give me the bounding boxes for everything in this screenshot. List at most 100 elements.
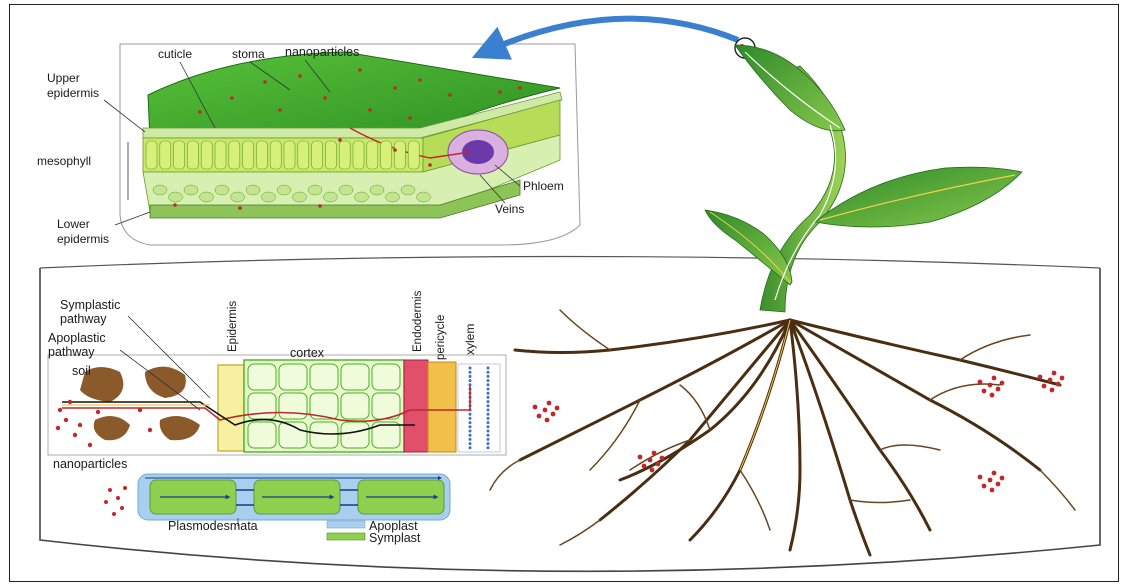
root-branch [790,320,1040,470]
palisade-cell [215,141,226,169]
cortex-cell [248,393,276,419]
nanoparticle-dot [537,414,542,419]
nanoparticle-dot [533,405,538,410]
palisade-cell [174,141,185,169]
root-branch [490,460,520,490]
nanoparticle-dot [498,90,502,94]
cortex-cell [279,364,307,390]
root-epidermis [218,365,244,451]
root-pericycle [428,362,456,452]
nanoparticle-dot [518,86,522,90]
xylem-dot [469,425,472,428]
nanoparticle-dot [73,433,77,437]
spongy-cell [355,192,369,202]
nanoparticle-dot [1038,375,1043,380]
xylem-dot [487,367,490,370]
plant-leaf-left [705,210,792,285]
cortex-cell [279,393,307,419]
spongy-cell [417,192,431,202]
nanoparticle-dot [68,400,72,404]
nanoparticle-dot [978,380,983,385]
nanoparticle-dot [992,471,997,476]
nanoparticle-dot [230,96,234,100]
nanoparticle-dot [990,393,995,398]
palisade-cell [367,141,378,169]
xylem-dot [487,375,490,378]
label-symplastic-1: Symplastic [60,298,120,312]
nanoparticle-dot [393,148,397,152]
nanoparticle-dot [551,412,556,417]
plant-illustration [705,45,1022,312]
spongy-cell [370,185,384,195]
nanoparticle-dot [173,203,177,207]
label-endodermis: Endodermis [412,290,424,352]
label-lower-epidermis-1: Lower [57,217,90,231]
spongy-cell [386,192,400,202]
spongy-cell [308,185,322,195]
nanoparticle-dot [555,406,560,411]
palisade-cell [187,141,198,169]
palisade-cell [201,141,212,169]
cortex-cell [341,422,369,448]
nanoparticle-dot [64,418,68,422]
nanoparticle-dot [642,464,647,469]
nanoparticle-dot [78,423,82,427]
nanoparticle-dot [263,80,267,84]
palisade-cell [243,141,254,169]
xylem-dot [487,425,490,428]
nanoparticle-dot [104,500,108,504]
nanoparticle-dot [982,484,987,489]
label-pericycle: pericycle [435,315,447,360]
palisade-cell [408,141,419,169]
nanoparticle-dot [996,387,1001,392]
nanoparticle-dot [108,488,112,492]
root-branch [880,445,940,450]
root-branch [590,400,640,470]
root-branch [620,320,790,480]
xylem-dot [487,430,490,433]
nanoparticle-dot [393,86,397,90]
nanoparticle-dot [58,408,62,412]
nanoparticle-dot [116,496,120,500]
label-symplast: Symplast [369,531,421,545]
nanoparticle-dot [650,468,655,473]
nanoparticle-dot [123,486,127,490]
nanoparticle-dot [648,458,653,463]
spongy-cell [246,185,260,195]
nanoparticle-dot [996,482,1001,487]
xylem-dot [469,446,472,449]
legend-symplast-swatch [327,533,365,540]
nanoparticle-dot [638,455,643,460]
nanoparticle-dot [652,451,657,456]
xylem-dot [469,417,472,420]
label-soil: soil [72,364,91,378]
xylem-dot [469,430,472,433]
nanoparticle-dot [323,96,327,100]
nanoparticle-dot [656,462,661,467]
root-endodermis [404,360,428,452]
palisade-cell [229,141,240,169]
cortex-cell [372,364,400,390]
palisade-cell [325,141,336,169]
spongy-cell [293,192,307,202]
spongy-cell [277,185,291,195]
nanoparticle-dot [198,110,202,114]
xylem-dot [487,396,490,399]
nanoparticle-dot [56,426,60,430]
palisade-cell [160,141,171,169]
nanoparticle-dot [1000,381,1005,386]
label-mesophyll: mesophyll [37,154,91,168]
xylem-dot [469,375,472,378]
palisade-cell [284,141,295,169]
nanoparticle-dot [408,116,412,120]
xylem-dot [469,434,472,437]
nanoparticle-dot [88,443,92,447]
nanoparticle-dot [238,206,242,210]
label-apoplastic-1: Apoplastic [48,331,106,345]
palisade-cell [312,141,323,169]
label-upper-epidermis-1: Upper [47,71,80,85]
plasmodesmata-nanoparticles [104,486,127,516]
xylem-dot [469,367,472,370]
palisade-cell [394,141,405,169]
